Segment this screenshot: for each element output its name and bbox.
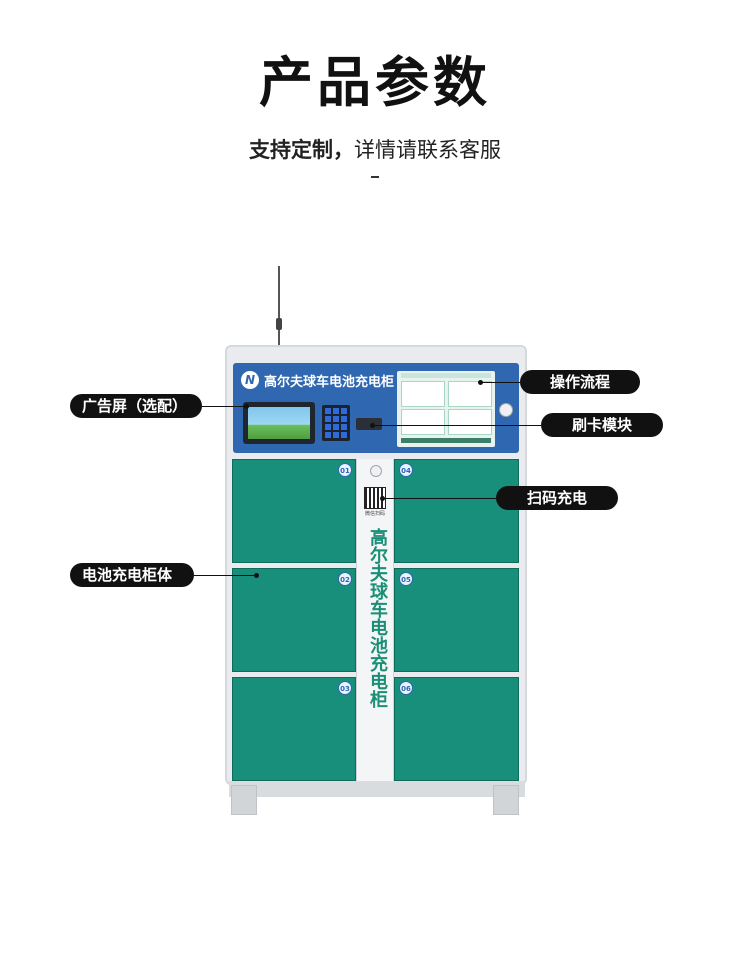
qr-label: 微信扫码	[364, 511, 385, 517]
page-subtitle: 支持定制，详情请联系客服	[0, 134, 750, 164]
center-column	[356, 459, 394, 781]
logo-icon: N	[241, 371, 259, 389]
callout-line	[202, 406, 246, 407]
compartment-door-04	[394, 459, 519, 563]
keypad-icon	[322, 405, 350, 441]
flow-step	[448, 409, 492, 435]
compartment-number: 06	[399, 681, 413, 695]
subtitle-bold: 支持定制，	[249, 138, 354, 162]
screen-image	[248, 407, 310, 439]
ad-screen	[243, 402, 315, 444]
callout-line	[194, 575, 256, 576]
flow-step	[401, 381, 445, 407]
callout-dot	[478, 380, 483, 385]
callout-dot	[244, 404, 249, 409]
compartment-door-02	[232, 568, 356, 672]
callout-scan-charge: 扫码充电	[496, 486, 618, 510]
callout-line	[372, 425, 541, 426]
compartment-number: 04	[399, 463, 413, 477]
callout-ad-screen: 广告屏（选配）	[70, 394, 202, 418]
callout-line	[480, 382, 520, 383]
divider	[371, 176, 379, 178]
compartment-door-05	[394, 568, 519, 672]
callout-dot	[370, 423, 375, 428]
brand-text: 高尔夫球车电池充电柜	[264, 375, 395, 390]
antenna-knob	[276, 318, 282, 330]
card-reader	[356, 418, 382, 430]
compartment-number: 01	[338, 463, 352, 477]
compartment-number: 03	[338, 681, 352, 695]
qr-code-icon	[364, 487, 386, 509]
cabinet-leg-right	[493, 785, 519, 815]
antenna	[278, 266, 280, 346]
callout-cabinet-body: 电池充电柜体	[70, 563, 194, 587]
callout-card-module: 刷卡模块	[541, 413, 663, 437]
lock-icon	[370, 465, 382, 477]
flow-board-footer	[401, 438, 491, 443]
flow-step	[448, 381, 492, 407]
cabinet-leg-left	[231, 785, 257, 815]
compartment-door-03	[232, 677, 356, 781]
cabinet-vertical-text: 高尔夫球车电池充电柜	[367, 528, 388, 708]
compartment-door-01	[232, 459, 356, 563]
callout-dot	[380, 496, 385, 501]
cabinet-base	[229, 781, 525, 797]
compartment-number: 02	[338, 572, 352, 586]
callout-line	[382, 498, 496, 499]
compartment-number: 05	[399, 572, 413, 586]
compartment-door-06	[394, 677, 519, 781]
flow-step	[401, 409, 445, 435]
page-title: 产品参数	[259, 51, 491, 114]
operation-flow-board	[397, 371, 495, 447]
callout-operation-flow: 操作流程	[520, 370, 640, 394]
lock-icon	[499, 403, 513, 417]
subtitle-rest: 详情请联系客服	[354, 138, 501, 162]
callout-dot	[254, 573, 259, 578]
flow-board-header	[401, 373, 491, 378]
